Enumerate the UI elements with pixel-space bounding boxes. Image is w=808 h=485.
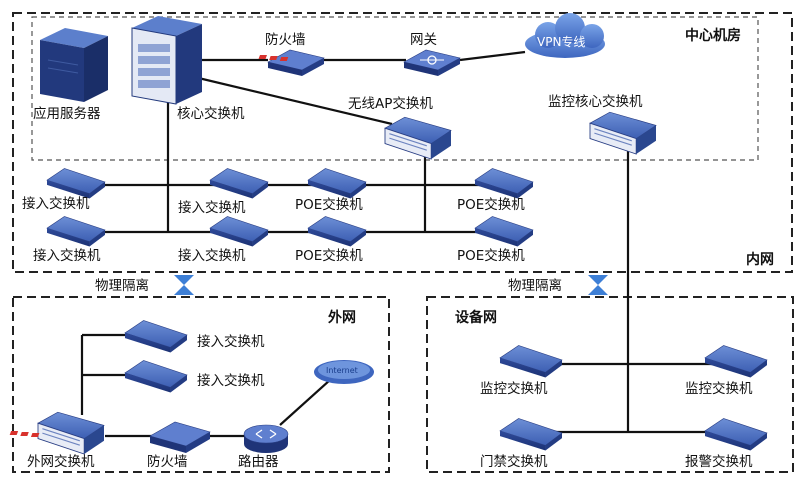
poe-switch-2-icon: [474, 168, 534, 199]
ext-access-switch-1-icon: [124, 319, 188, 354]
label-poe-2: POE交换机: [457, 196, 525, 213]
poe-switch-4-icon: [474, 216, 534, 247]
label-monitor-core-switch: 监控核心交换机: [548, 93, 643, 110]
label-access-1: 接入交换机: [22, 195, 90, 212]
label-access-4: 接入交换机: [178, 247, 246, 264]
intranet-zone-border: [12, 12, 793, 273]
label-access-2: 接入交换机: [178, 199, 246, 216]
monitor-switch-1-icon: [499, 344, 563, 379]
label-access-3: 接入交换机: [33, 247, 101, 264]
label-ext-switch: 外网交换机: [27, 453, 95, 470]
isolation-left-icon: [174, 275, 194, 295]
label-poe-1: POE交换机: [295, 196, 363, 213]
monitor-switch-2-icon: [704, 344, 768, 379]
label-poe-3: POE交换机: [295, 247, 363, 264]
gateway-icon: [403, 49, 461, 76]
ext-access-switch-2-icon: [124, 359, 188, 394]
poe-switch-1-icon: [307, 168, 367, 199]
label-poe-4: POE交换机: [457, 247, 525, 264]
zone-label-center: 中心机房: [685, 27, 741, 44]
monitor-core-switch-icon: [589, 111, 657, 155]
label-gateway: 网关: [410, 32, 437, 48]
door-switch-icon: [499, 417, 563, 452]
label-firewall-top: 防火墙: [265, 32, 306, 48]
firewall-top-icon: [258, 49, 325, 76]
label-monitor-switch-1: 监控交换机: [480, 380, 548, 397]
access-switch-4-icon: [209, 216, 269, 247]
access-switch-3-icon: [46, 216, 106, 247]
firewall-bottom-icon: [9, 421, 211, 453]
device-net-zone-border: [426, 296, 794, 473]
label-router: 路由器: [238, 454, 279, 470]
label-internet: Internet: [326, 366, 358, 375]
label-monitor-switch-2: 监控交换机: [685, 380, 753, 397]
isolation-right-icon: [588, 275, 608, 295]
label-vpn: VPN专线: [537, 34, 585, 49]
access-switch-1-icon: [46, 168, 106, 199]
router-icon: [243, 424, 289, 453]
center-room-zone-border: [31, 16, 759, 161]
isolation-label-left: 物理隔离: [95, 277, 149, 294]
label-firewall-bottom: 防火墙: [147, 454, 188, 470]
label-alarm-switch: 报警交换机: [685, 453, 753, 470]
label-ext-access-1: 接入交换机: [197, 333, 265, 350]
app-server-icon: [40, 28, 108, 102]
core-switch-icon: [131, 16, 202, 105]
poe-switch-3-icon: [307, 216, 367, 247]
zone-label-device-net: 设备网: [455, 309, 497, 326]
alarm-switch-icon: [704, 417, 768, 452]
zone-label-extranet: 外网: [328, 309, 356, 326]
isolation-label-right: 物理隔离: [508, 277, 562, 294]
label-core-switch: 核心交换机: [177, 105, 245, 122]
label-door-switch: 门禁交换机: [480, 453, 548, 470]
internet-cloud-icon: [314, 360, 374, 384]
ext-switch-icon: [37, 411, 105, 455]
label-app-server: 应用服务器: [33, 105, 101, 122]
vpn-cloud-icon: [525, 13, 605, 58]
wireless-ap-switch-icon: [384, 116, 452, 160]
access-switch-2-icon: [209, 168, 269, 199]
zone-label-intranet: 内网: [746, 251, 774, 268]
label-ext-access-2: 接入交换机: [197, 372, 265, 389]
label-wireless-ap-switch: 无线AP交换机: [348, 95, 433, 112]
extranet-zone-border: [12, 296, 390, 473]
